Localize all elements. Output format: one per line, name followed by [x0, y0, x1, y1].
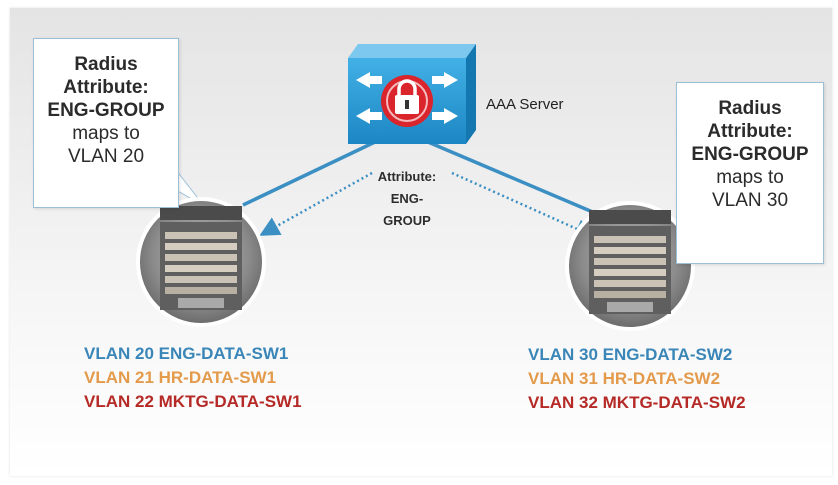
callout-right-line4: maps to — [716, 167, 784, 188]
callout-right-line2: Attribute: — [707, 121, 793, 142]
callout-left: Radius Attribute: ENG-GROUP maps to VLAN… — [33, 38, 179, 208]
attribute-flow-left — [259, 171, 373, 236]
callout-left-line5: VLAN 20 — [67, 146, 145, 167]
callout-right-line1: Radius — [718, 98, 782, 119]
callout-left-line2: Attribute: — [63, 77, 149, 98]
vlan-item: VLAN 32 MKTG-DATA-SW2 — [528, 393, 746, 412]
switch-sw2-icon — [565, 201, 695, 331]
callout-right-line5: VLAN 30 — [711, 190, 789, 211]
attribute-label-line2: ENG- — [390, 191, 424, 206]
vlan-item: VLAN 20 ENG-DATA-SW1 — [84, 344, 289, 363]
callout-right: Radius Attribute: ENG-GROUP maps to VLAN… — [676, 82, 824, 264]
callout-left-line4: maps to — [72, 123, 140, 144]
vlan-list-sw2: VLAN 30 ENG-DATA-SW2 VLAN 31 HR-DATA-SW2… — [528, 343, 746, 415]
vlan-item: VLAN 31 HR-DATA-SW2 — [528, 369, 721, 388]
callout-left-line1: Radius — [74, 54, 138, 75]
switch-sw1-icon — [136, 197, 266, 327]
callout-left-line3: ENG-GROUP — [47, 100, 165, 121]
attribute-label-line1: Attribute: — [377, 169, 437, 184]
attribute-label-line3: GROUP — [383, 213, 431, 228]
attribute-label: Attribute: ENG- GROUP — [362, 166, 452, 232]
aaa-server-icon — [348, 44, 476, 144]
vlan-list-sw1: VLAN 20 ENG-DATA-SW1 VLAN 21 HR-DATA-SW1… — [84, 342, 302, 414]
vlan-item: VLAN 22 MKTG-DATA-SW1 — [84, 392, 302, 411]
link-server-to-sw2 — [427, 140, 596, 215]
vlan-item: VLAN 30 ENG-DATA-SW2 — [528, 345, 733, 364]
vlan-item: VLAN 21 HR-DATA-SW1 — [84, 368, 277, 387]
aaa-server-label: AAA Server — [486, 96, 564, 113]
link-server-to-sw1 — [242, 140, 376, 207]
callout-right-line3: ENG-GROUP — [691, 144, 809, 165]
